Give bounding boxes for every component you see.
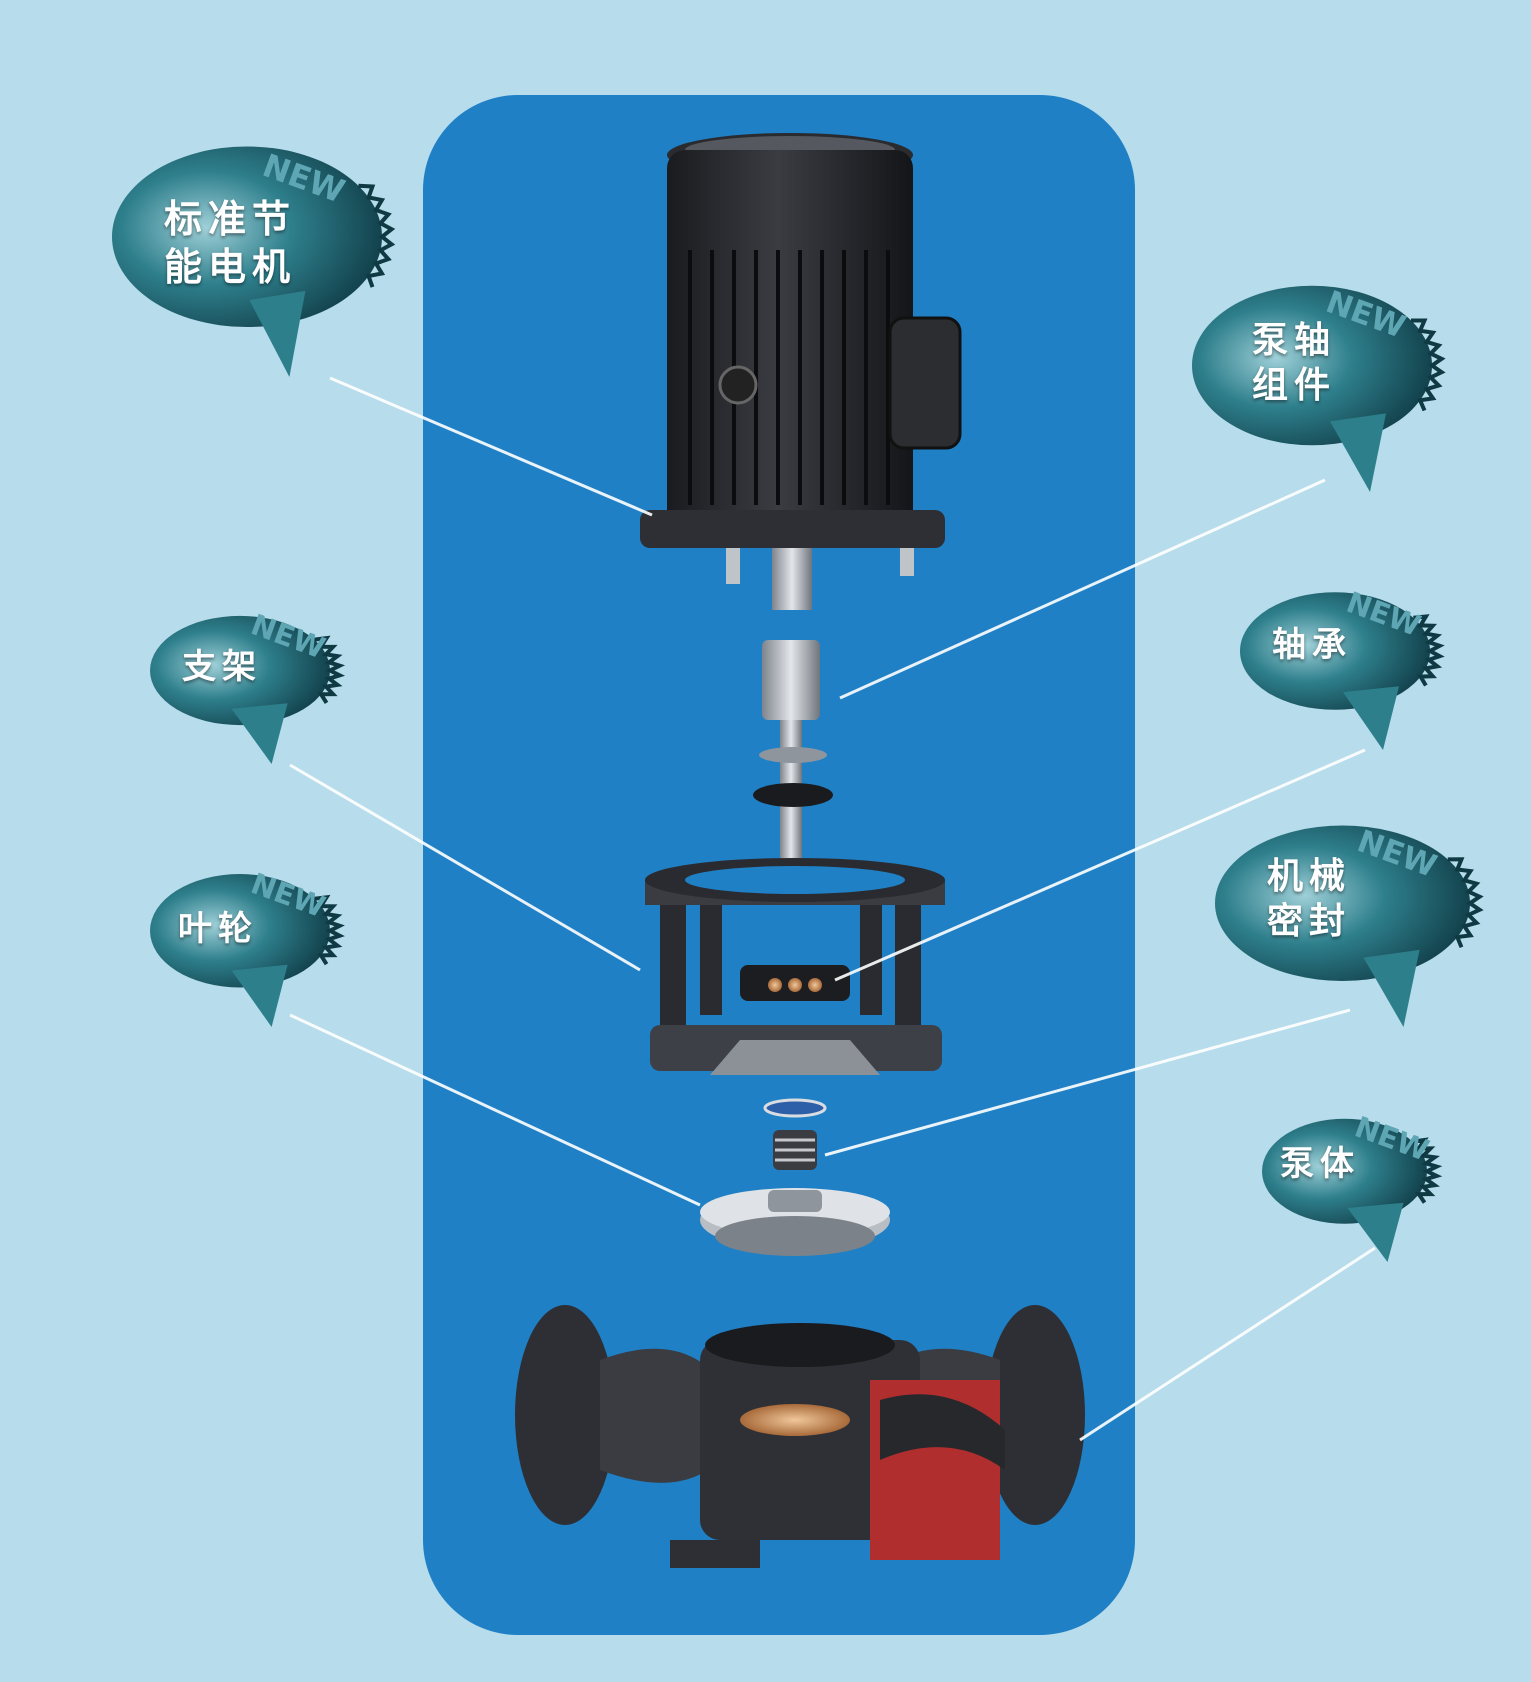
- callout-label: 机械密封: [1267, 854, 1351, 944]
- blue-panel: [423, 95, 1135, 1635]
- callout-label-line: 组件: [1252, 365, 1337, 406]
- callout-label: 叶轮: [178, 908, 258, 951]
- callout-label-line: 泵轴: [1252, 320, 1337, 361]
- speech-bubble-shape: NEW: [1240, 585, 1445, 750]
- speech-bubble-shape: NEW: [150, 866, 345, 1027]
- speech-bubble-shape: NEW: [1215, 823, 1484, 1027]
- callout-label-line: 标准节: [164, 197, 297, 241]
- callout-label: 标准节能电机: [164, 196, 296, 291]
- speech-bubble-shape: NEW: [1262, 1110, 1443, 1262]
- callout-label: 泵轴组件: [1252, 318, 1336, 408]
- callout-label-line: 泵体: [1280, 1144, 1360, 1184]
- callout-label: 轴承: [1272, 624, 1352, 667]
- callout-label-line: 能电机: [164, 244, 297, 289]
- speech-bubble-shape: NEW: [112, 146, 396, 377]
- callout-label-line: 轴承: [1272, 625, 1352, 665]
- speech-bubble-shape: NEW: [150, 607, 346, 764]
- callout-label-line: 支架: [182, 647, 262, 687]
- callout-label: 泵体: [1280, 1143, 1360, 1186]
- callout-label-line: 密封: [1267, 901, 1352, 942]
- speech-bubble-shape: NEW: [1192, 284, 1446, 492]
- callout-label-line: 叶轮: [178, 909, 258, 949]
- callout-label-line: 机械: [1267, 856, 1352, 897]
- callout-label: 支架: [182, 646, 262, 689]
